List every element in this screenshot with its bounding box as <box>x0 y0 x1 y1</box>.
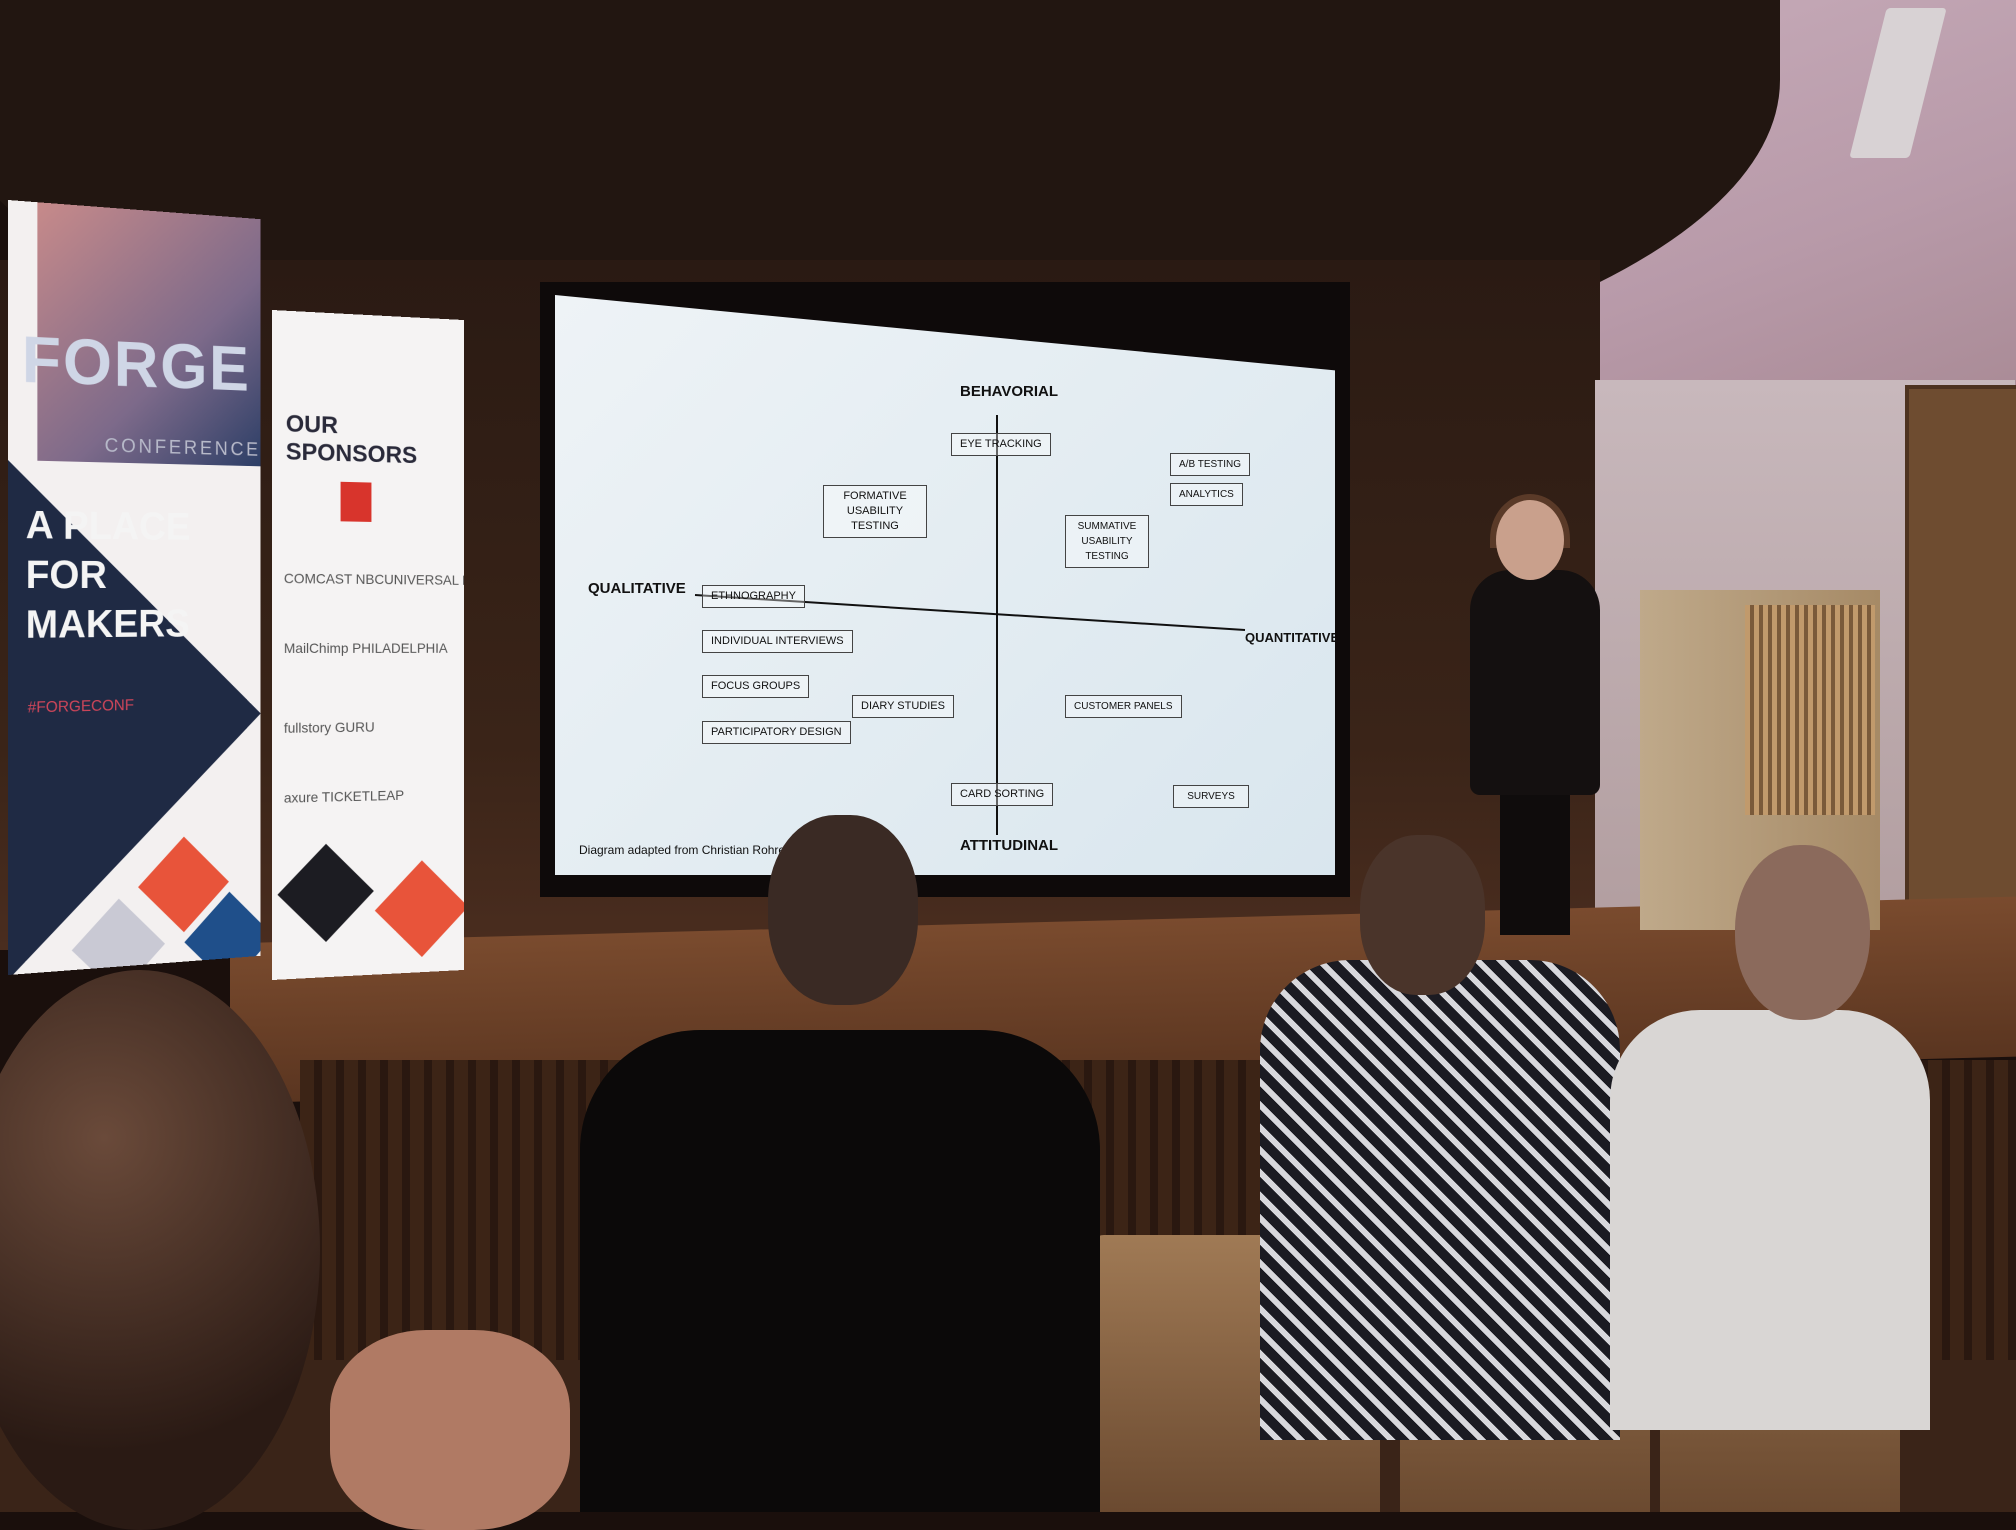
sponsor-logo-o <box>340 481 372 522</box>
audience-member-head <box>1735 845 1870 1020</box>
method-box: PARTICIPATORY DESIGN <box>702 721 851 744</box>
foreground-hand <box>330 1330 570 1530</box>
audience-member-body <box>1610 1010 1930 1430</box>
speaker-legs <box>1500 795 1570 935</box>
sponsor-row: MailChimp PHILADELPHIA <box>283 640 448 656</box>
sponsors-title: OUR SPONSORS <box>285 410 418 470</box>
audience-member-body <box>1260 960 1620 1440</box>
method-box: FOCUS GROUPS <box>702 675 810 698</box>
wooden-door <box>1905 385 2016 913</box>
forge-banner: FORGE CONFERENCE A PLACE FOR MAKERS #FOR… <box>8 200 261 975</box>
axis-right-label: QUANTITATIVE <box>1245 630 1335 645</box>
axis-top-label: BEHAVORIAL <box>960 383 1059 400</box>
method-box: A/B TESTING <box>1170 453 1251 476</box>
method-box: CARD SORTING <box>951 783 1054 806</box>
sponsor-row: COMCAST NBCUNIVERSAL Philadelphia SONO <box>283 570 464 589</box>
projection-screen: BEHAVORIAL ATTITUDINAL QUALITATIVE QUANT… <box>555 295 1335 875</box>
axis-left-label: QUALITATIVE <box>588 580 686 597</box>
horizontal-axis <box>694 594 1246 631</box>
audience-member-body <box>580 1030 1100 1512</box>
slide-axes <box>694 415 1246 835</box>
banner-square-red <box>374 860 465 958</box>
sponsor-row: fullstory GURU <box>283 718 375 736</box>
method-box: DIARY STUDIES <box>852 695 954 718</box>
foreground-head <box>0 970 320 1530</box>
forge-logo: FORGE <box>21 321 251 405</box>
sponsor-row: axure TICKETLEAP <box>283 787 405 806</box>
method-box: CUSTOMER PANELS <box>1065 695 1182 718</box>
axis-bottom-label: ATTITUDINAL <box>960 837 1059 854</box>
method-box: EYE TRACKING <box>951 433 1051 456</box>
forge-subtitle: CONFERENCE <box>104 434 261 461</box>
method-box: INDIVIDUAL INTERVIEWS <box>702 630 853 653</box>
speaker-head <box>1496 500 1564 580</box>
method-box: SURVEYS <box>1173 785 1249 808</box>
audience-member-head <box>1360 835 1485 995</box>
audience-member-head <box>768 815 918 1005</box>
sponsors-banner: OUR SPONSORS COMCAST NBCUNIVERSAL Philad… <box>272 310 465 980</box>
podium-slats <box>1745 605 1875 815</box>
method-box: ANALYTICS <box>1170 483 1243 506</box>
method-box: FORMATIVE USABILITY TESTING <box>823 485 927 538</box>
forge-hashtag: #FORGECONF <box>27 697 134 717</box>
speaker-dress <box>1470 570 1600 795</box>
method-box: SUMMATIVE USABILITY TESTING <box>1065 515 1149 568</box>
banner-square-black <box>277 843 374 942</box>
slide-caption: Diagram adapted from Christian Rohrer <box>579 843 790 857</box>
forge-tagline: A PLACE FOR MAKERS <box>25 503 191 647</box>
method-box: ETHNOGRAPHY <box>702 585 805 608</box>
